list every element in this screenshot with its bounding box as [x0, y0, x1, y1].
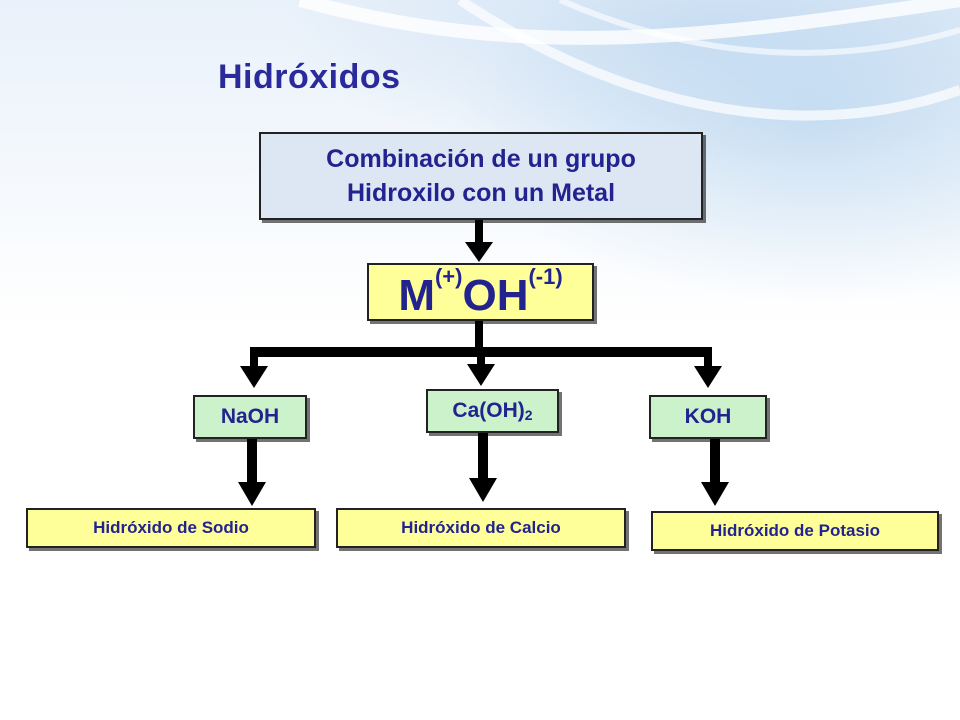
compound-name-calcio: Hidróxido de Calcio — [401, 518, 561, 537]
arrow-to-koh — [694, 352, 722, 388]
general-formula-box: M(+)OH(-1) — [367, 263, 594, 321]
compound-formula-naoh: NaOH — [220, 405, 280, 428]
name-box-potasio: Hidróxido de Potasio — [651, 511, 939, 551]
arrow-definition-to-formula — [465, 220, 493, 262]
general-formula: M(+)OH(-1) — [398, 266, 562, 320]
arrow-koh-to-name — [701, 439, 729, 506]
compound-name-sodio: Hidróxido de Sodio — [93, 518, 249, 537]
formula-metal: M — [398, 271, 435, 320]
compound-name-potasio: Hidróxido de Potasio — [709, 521, 881, 540]
arrow-naoh-to-name — [238, 439, 266, 506]
arrow-to-caoh2 — [467, 352, 495, 386]
definition-line-2: Hidroxilo con un Metal — [346, 179, 616, 207]
formula-metal-charge: (+) — [434, 264, 463, 289]
name-box-sodio: Hidróxido de Sodio — [26, 508, 316, 548]
definition-line-1: Combinación de un grupo — [326, 145, 636, 173]
name-box-calcio: Hidróxido de Calcio — [336, 508, 626, 548]
arrow-to-naoh — [240, 352, 268, 388]
definition-box: Combinación de un grupo Hidroxilo con un… — [259, 132, 703, 220]
compound-formula-caoh2-subscript: 2 — [524, 407, 533, 423]
formula-hydroxyl-charge: (-1) — [528, 264, 563, 289]
compound-formula-koh: KOH — [684, 405, 732, 428]
compound-box-naoh: NaOH — [193, 395, 307, 439]
compound-formula-caoh2: Ca(OH)2 — [452, 399, 532, 423]
page-title: Hidróxidos — [218, 58, 401, 96]
compound-box-caoh2: Ca(OH)2 — [426, 389, 559, 433]
formula-hydroxyl: OH — [462, 271, 529, 320]
compound-box-koh: KOH — [649, 395, 767, 439]
compound-formula-caoh2-base: Ca(OH) — [452, 399, 525, 422]
arrow-caoh2-to-name — [469, 433, 497, 502]
